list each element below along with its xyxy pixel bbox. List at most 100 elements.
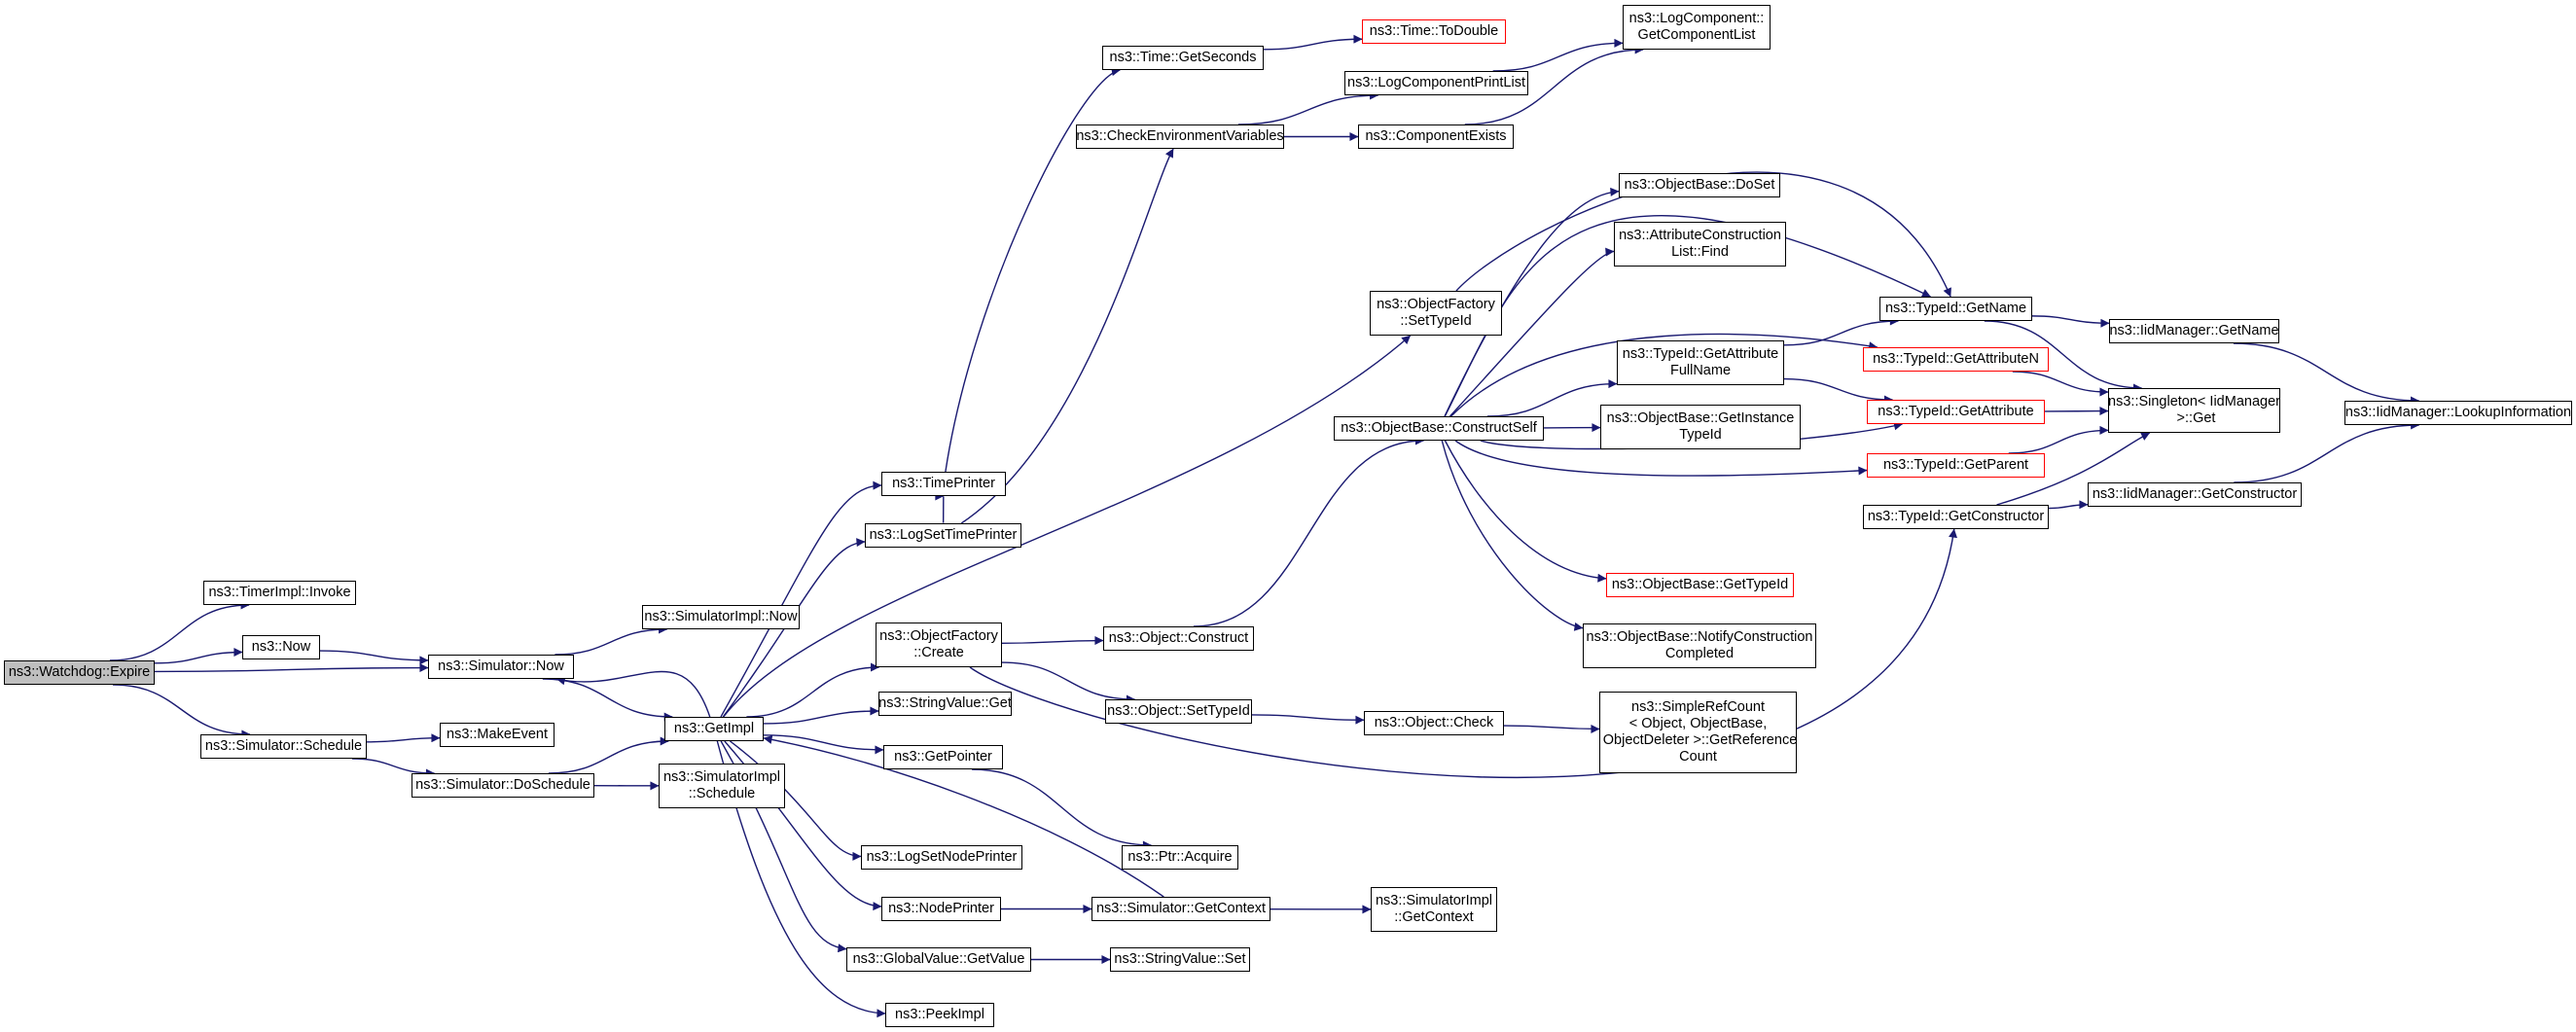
node-ob-gettypeid[interactable]: ns3::ObjectBase::GetTypeId xyxy=(1606,573,1794,597)
node-stringvalue-set[interactable]: ns3::StringValue::Set xyxy=(1110,947,1250,972)
node-typeid-getattributen[interactable]: ns3::TypeId::GetAttributeN xyxy=(1863,347,2049,372)
node-nodeprinter[interactable]: ns3::NodePrinter xyxy=(881,897,1001,921)
edge-typeid-getparent-to-singleton-get xyxy=(2008,425,2109,454)
edge-ob-constructself-to-typeid-getattributen xyxy=(1450,333,1878,417)
node-ob-doset[interactable]: ns3::ObjectBase::DoSet xyxy=(1619,173,1780,197)
node-obj-settypeid[interactable]: ns3::Object::SetTypeId xyxy=(1105,699,1252,724)
edge-time-getseconds-to-time-todouble xyxy=(1263,34,1363,51)
edge-getimpl-to-of-create xyxy=(746,662,880,718)
edge-obj-check-to-srefcount xyxy=(1503,724,1600,733)
node-of-create[interactable]: ns3::ObjectFactory ::Create xyxy=(876,623,1002,667)
call-edges xyxy=(109,34,2420,1018)
node-typeid-getattrfullname[interactable]: ns3::TypeId::GetAttribute FullName xyxy=(1617,340,1784,385)
node-ob-constructself[interactable]: ns3::ObjectBase::ConstructSelf xyxy=(1334,416,1544,441)
node-simimpl-schedule[interactable]: ns3::SimulatorImpl ::Schedule xyxy=(659,764,785,808)
node-iidmgr-getname[interactable]: ns3::IidManager::GetName xyxy=(2109,319,2279,343)
node-simimpl-getcontext[interactable]: ns3::SimulatorImpl ::GetContext xyxy=(1371,887,1497,932)
edge-expire-to-sim-now xyxy=(154,663,429,673)
node-checkenv[interactable]: ns3::CheckEnvironmentVariables xyxy=(1076,125,1284,149)
edge-ob-constructself-to-typeid-getname xyxy=(1444,214,1931,417)
node-obj-construct[interactable]: ns3::Object::Construct xyxy=(1103,626,1254,651)
node-obj-check[interactable]: ns3::Object::Check xyxy=(1364,711,1504,735)
edge-typeid-getconstructor-to-iidmgr-getconstructor xyxy=(2048,500,2089,510)
edge-obj-construct-to-ob-constructself xyxy=(1193,436,1424,627)
edge-getimpl-to-stringvalue-get xyxy=(763,706,879,725)
node-lognodeprinter[interactable]: ns3::LogSetNodePrinter xyxy=(861,845,1022,870)
node-attrconslist-find[interactable]: ns3::AttributeConstruction List::Find xyxy=(1614,222,1786,267)
edge-typeid-getname-to-iidmgr-getname xyxy=(2031,315,2110,328)
node-makeevent[interactable]: ns3::MakeEvent xyxy=(440,723,555,747)
edge-now-to-sim-now xyxy=(319,650,429,665)
node-simimpl-now[interactable]: ns3::SimulatorImpl::Now xyxy=(642,605,800,629)
node-sim-getcontext[interactable]: ns3::Simulator::GetContext xyxy=(1091,897,1270,921)
node-stringvalue-get[interactable]: ns3::StringValue::Get xyxy=(878,692,1012,716)
edge-expire-to-sim-schedule xyxy=(113,684,251,739)
node-peekimpl[interactable]: ns3::PeekImpl xyxy=(885,1003,994,1027)
edge-typeid-getconstructor-to-singleton-get xyxy=(1996,432,2151,506)
edge-typeid-getattrfullname-to-typeid-getname xyxy=(1783,316,1899,346)
edge-ob-constructself-to-ob-gettypeid xyxy=(1444,440,1607,583)
node-componentexists[interactable]: ns3::ComponentExists xyxy=(1358,125,1514,149)
node-sim-doschedule[interactable]: ns3::Simulator::DoSchedule xyxy=(411,773,594,798)
edge-getimpl-to-logsettimeprinter xyxy=(722,538,866,718)
edge-ob-constructself-to-typeid-getparent xyxy=(1454,440,1868,477)
edge-sim-getcontext-to-getimpl xyxy=(763,734,1164,898)
node-now[interactable]: ns3::Now xyxy=(242,635,320,659)
node-iidmgr-lookupinfo[interactable]: ns3::IidManager::LookupInformation xyxy=(2344,401,2572,425)
edge-iidmgr-getconstructor-to-iidmgr-lookupinfo xyxy=(2234,420,2420,483)
node-typeid-getconstructor[interactable]: ns3::TypeId::GetConstructor xyxy=(1863,505,2049,529)
node-timeprinter[interactable]: ns3::TimePrinter xyxy=(881,472,1006,496)
edge-getimpl-to-getpointer xyxy=(763,734,884,755)
edge-obj-settypeid-to-obj-check xyxy=(1251,714,1365,725)
node-getimpl[interactable]: ns3::GetImpl xyxy=(664,717,764,741)
node-sim-schedule[interactable]: ns3::Simulator::Schedule xyxy=(200,734,367,759)
node-logcompprintlist[interactable]: ns3::LogComponentPrintList xyxy=(1344,71,1528,95)
edge-getpointer-to-ptr-acquire xyxy=(972,768,1152,850)
node-singleton-get[interactable]: ns3::Singleton< IidManager >::Get xyxy=(2108,388,2280,433)
edge-sim-schedule-to-sim-doschedule xyxy=(351,758,435,778)
edge-of-create-to-obj-construct xyxy=(1001,636,1104,646)
edge-checkenv-to-logcompprintlist xyxy=(1237,90,1379,125)
edge-expire-to-now xyxy=(154,648,243,664)
node-typeid-getattribute[interactable]: ns3::TypeId::GetAttribute xyxy=(1867,400,2045,424)
edge-typeid-getattrfullname-to-typeid-getattribute xyxy=(1783,377,1893,405)
edge-getimpl-to-peekimpl xyxy=(716,740,886,1018)
node-timerimpl-invoke[interactable]: ns3::TimerImpl::Invoke xyxy=(203,581,356,605)
edge-logcompprintlist-to-logcomp-getlist xyxy=(1492,38,1624,72)
node-of-settypeid[interactable]: ns3::ObjectFactory ::SetTypeId xyxy=(1370,291,1502,336)
node-typeid-getname[interactable]: ns3::TypeId::GetName xyxy=(1879,297,2032,321)
edge-typeid-getname-to-singleton-get xyxy=(1984,320,2143,393)
edge-of-create-to-obj-settypeid xyxy=(1001,661,1135,704)
node-expire[interactable]: ns3::Watchdog::Expire xyxy=(4,660,155,685)
edge-typeid-getattributen-to-singleton-get xyxy=(2012,371,2109,397)
edge-expire-to-timerimpl-invoke xyxy=(109,600,250,661)
edge-timeprinter-to-time-getseconds xyxy=(945,67,1121,473)
node-typeid-getparent[interactable]: ns3::TypeId::GetParent xyxy=(1867,453,2045,478)
node-iidmgr-getconstructor[interactable]: ns3::IidManager::GetConstructor xyxy=(2088,482,2302,507)
edge-sim-doschedule-to-getimpl xyxy=(548,736,669,774)
node-ob-getinstancetypeid[interactable]: ns3::ObjectBase::GetInstance TypeId xyxy=(1600,405,1801,449)
edge-sim-now-to-getimpl xyxy=(542,678,673,722)
node-sim-now[interactable]: ns3::Simulator::Now xyxy=(428,655,574,679)
node-logcomp-getlist[interactable]: ns3::LogComponent:: GetComponentList xyxy=(1623,5,1771,50)
edge-iidmgr-getname-to-iidmgr-lookupinfo xyxy=(2233,342,2420,406)
node-srefcount[interactable]: ns3::SimpleRefCount < Object, ObjectBase… xyxy=(1599,692,1797,773)
edge-ob-constructself-to-typeid-getattrfullname xyxy=(1486,379,1618,417)
edge-ob-constructself-to-attrconslist-find xyxy=(1449,247,1615,417)
edge-logsettimeprinter-to-checkenv xyxy=(960,148,1174,524)
node-time-getseconds[interactable]: ns3::Time::GetSeconds xyxy=(1102,46,1264,70)
node-getpointer[interactable]: ns3::GetPointer xyxy=(883,745,1003,769)
edge-sim-schedule-to-makeevent xyxy=(366,733,441,743)
edge-getimpl-to-timeprinter xyxy=(720,480,882,718)
edge-ob-constructself-to-ob-notifyconstcompleted xyxy=(1441,440,1584,631)
edge-of-create-to-typeid-getconstructor xyxy=(969,528,1957,779)
node-logsettimeprinter[interactable]: ns3::LogSetTimePrinter xyxy=(865,523,1021,548)
edge-sim-now-to-simimpl-now xyxy=(555,624,668,656)
node-time-todouble[interactable]: ns3::Time::ToDouble xyxy=(1362,19,1506,44)
edge-componentexists-to-logcomp-getlist xyxy=(1464,45,1644,125)
node-ptr-acquire[interactable]: ns3::Ptr::Acquire xyxy=(1122,845,1238,870)
node-gv-getvalue[interactable]: ns3::GlobalValue::GetValue xyxy=(846,947,1031,972)
edge-getimpl-to-sim-now xyxy=(555,670,711,718)
node-ob-notifyconstcompleted[interactable]: ns3::ObjectBase::NotifyConstruction Comp… xyxy=(1583,623,1816,668)
